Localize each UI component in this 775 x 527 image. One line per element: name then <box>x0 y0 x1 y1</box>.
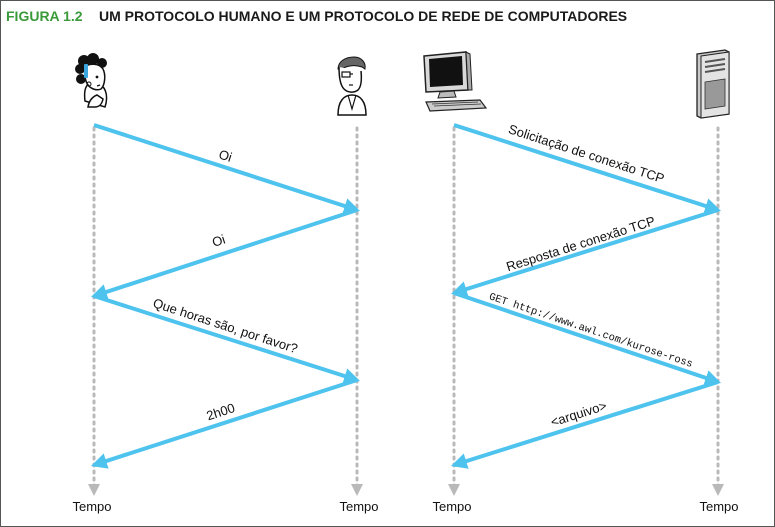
msg-label-tcp-response: Resposta de conexão TCP <box>504 213 656 274</box>
woman-icon <box>75 53 108 108</box>
time-label-woman: Tempo <box>72 499 111 514</box>
msg-label-question: Que horas são, por favor? <box>151 295 299 356</box>
time-label-computer: Tempo <box>432 499 471 514</box>
msg-arrow-oi-1 <box>93 123 361 214</box>
msg-arrow-answer <box>90 378 358 469</box>
figure-title: UM PROTOCOLO HUMANO E UM PROTOCOLO DE RE… <box>99 8 627 24</box>
man-icon <box>337 56 367 116</box>
msg-label-oi-1: Oi <box>217 147 234 165</box>
msg-arrow-oi-2 <box>90 208 358 300</box>
msg-arrow-file <box>450 380 719 469</box>
figure-label: FIGURA 1.2 <box>6 8 83 24</box>
msg-label-oi-2: Oi <box>210 232 227 250</box>
msg-arrow-tcp-request <box>453 123 722 214</box>
msg-label-get: GET http://www.awl.com/kurose-ross <box>487 291 694 371</box>
time-label-man: Tempo <box>339 499 378 514</box>
msg-arrow-question <box>93 294 361 384</box>
server-icon <box>696 49 730 119</box>
msg-arrow-get <box>453 291 722 386</box>
msg-label-tcp-request: Solicitação de conexão TCP <box>507 121 667 186</box>
msg-arrow-tcp-response <box>450 208 719 297</box>
time-label-server: Tempo <box>699 499 738 514</box>
computer-icon <box>423 51 488 112</box>
